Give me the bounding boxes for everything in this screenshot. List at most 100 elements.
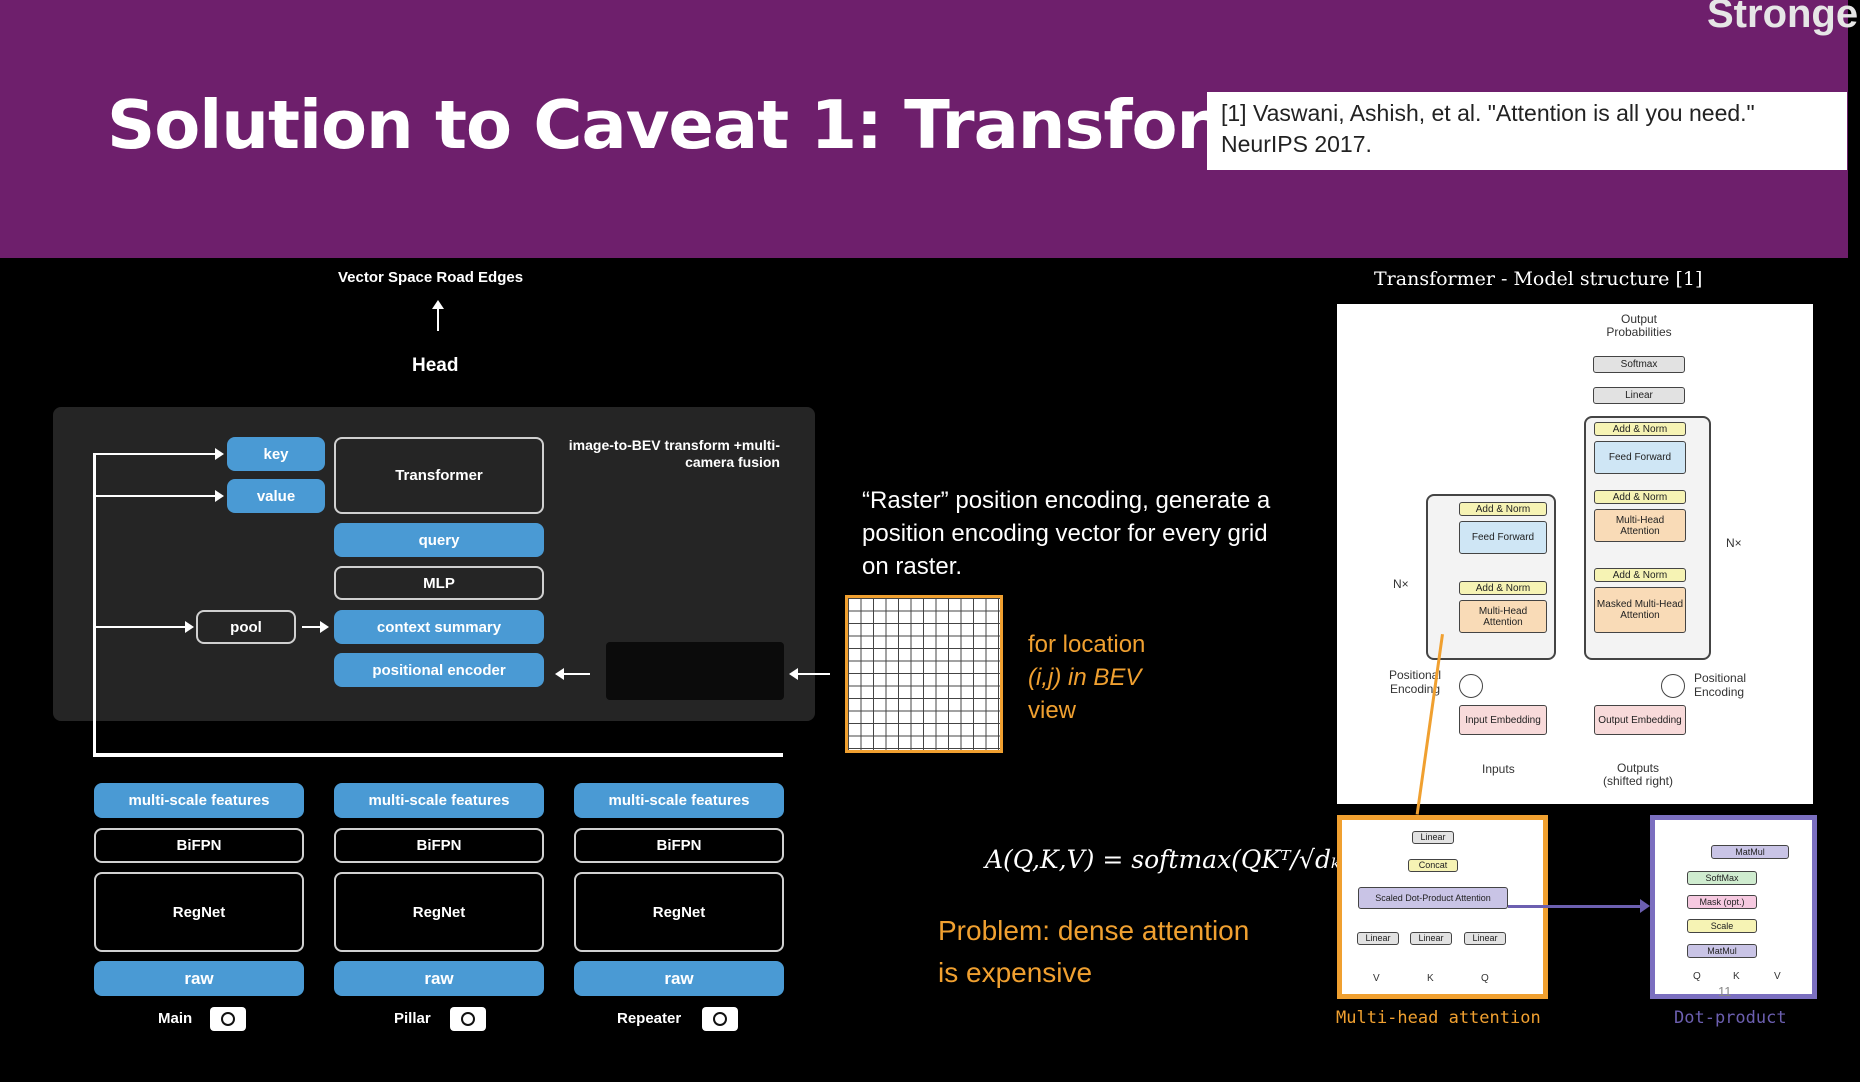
camera-label-main: Main [158, 1010, 193, 1027]
add-norm-box: Add & Norm [1459, 502, 1547, 516]
raster-grid [845, 595, 1003, 753]
mha-caption: Multi-head attention [1336, 1008, 1541, 1028]
decoder-nx-label: N× [1726, 536, 1742, 550]
feed-forward-box: Feed Forward [1594, 441, 1686, 474]
raster-description: “Raster” position encoding, generate a p… [862, 487, 1271, 580]
dp-scale-box: Scale [1687, 919, 1757, 933]
features-block-repeater: multi-scale features [574, 783, 784, 818]
encoding-visual [606, 642, 784, 700]
features-block-pillar: multi-scale features [334, 783, 544, 818]
arrow-head-value [215, 490, 224, 502]
sine-wave-icon [1661, 674, 1685, 698]
regnet-block-pillar: RegNet [334, 872, 544, 952]
dot-product-arrow-head [1640, 899, 1650, 913]
outputs-label: Outputs (shifted right) [1602, 761, 1674, 788]
transformer-block: Transformer [334, 437, 544, 514]
connector-raster [795, 673, 830, 675]
mha-concat-box: Concat [1408, 859, 1458, 872]
raw-block-repeater: raw [574, 961, 784, 996]
add-norm-box: Add & Norm [1594, 568, 1686, 582]
encoder-positional-label: Positional Encoding [1388, 668, 1442, 696]
key-block: key [227, 437, 325, 471]
dp-v-label: V [1774, 971, 1781, 982]
connector-key [95, 453, 221, 455]
arrow-head-pool [185, 621, 194, 633]
transformer-diagram [1337, 304, 1813, 804]
connector-bottom [93, 753, 783, 757]
dp-softmax-box: SoftMax [1687, 871, 1757, 885]
panel-caption: image-to-BEV transform +multi-camera fus… [568, 437, 780, 470]
mlp-block: MLP [334, 566, 544, 600]
problem-line-2: is expensive [938, 957, 1093, 988]
query-block: query [334, 523, 544, 557]
mha-linear-box: Linear [1464, 932, 1506, 945]
mha-v-label: V [1373, 973, 1380, 984]
context-summary-block: context summary [334, 610, 544, 644]
up-arrow-head [432, 300, 444, 309]
dot-product-caption: Dot-product [1674, 1008, 1787, 1028]
mha-linear-box: Linear [1357, 932, 1399, 945]
figure-title: Transformer - Model structure [1] [1374, 268, 1703, 290]
connector-context [302, 626, 324, 628]
value-block: value [227, 479, 325, 513]
decoder-positional-label: Positional Encoding [1694, 671, 1747, 699]
sine-wave-icon [1459, 674, 1483, 698]
camera-label-pillar: Pillar [394, 1010, 431, 1027]
page-number: 11 [1718, 984, 1732, 999]
location-line-1: for location [1028, 631, 1146, 658]
camera-label-repeater: Repeater [617, 1010, 682, 1027]
bifpn-block-main: BiFPN [94, 828, 304, 863]
connector-pool [95, 626, 190, 628]
mha-linear-box: Linear [1412, 831, 1454, 844]
dp-matmul-box: MatMul [1711, 845, 1789, 859]
dp-mask-box: Mask (opt.) [1687, 895, 1757, 909]
encoder-stack [1426, 494, 1556, 660]
mha-k-label: K [1427, 973, 1434, 984]
slide-title: Solution to Caveat 1: Transformer [107, 86, 1355, 164]
arrow-head-raster [789, 668, 798, 680]
raw-block-pillar: raw [334, 961, 544, 996]
camera-icon [450, 1007, 486, 1031]
encoder-nx-label: N× [1393, 577, 1409, 591]
connector-encoder [560, 673, 590, 675]
arrow-head-key [215, 448, 224, 460]
regnet-block-repeater: RegNet [574, 872, 784, 952]
masked-attention-box: Masked Multi-Head Attention [1594, 587, 1686, 633]
dp-matmul-box: MatMul [1687, 944, 1757, 958]
output-embedding-box: Output Embedding [1594, 705, 1686, 735]
camera-icon [210, 1007, 246, 1031]
corner-text: Stronge [1707, 0, 1859, 36]
up-arrow-shaft [437, 305, 439, 331]
mha-linear-box: Linear [1410, 932, 1452, 945]
mha-q-label: Q [1481, 973, 1489, 984]
positional-encoder-block: positional encoder [334, 653, 544, 687]
head-label: Head [412, 355, 459, 376]
add-norm-box: Add & Norm [1594, 490, 1686, 504]
problem-line-1: Problem: dense attention [938, 915, 1250, 946]
add-norm-box: Add & Norm [1459, 581, 1547, 595]
regnet-block-main: RegNet [94, 872, 304, 952]
inputs-label: Inputs [1482, 762, 1515, 776]
add-norm-box: Add & Norm [1594, 422, 1686, 436]
attention-formula: A(Q,K,V) = softmax(QKᵀ/√dₖ)V [985, 845, 1368, 874]
connector-vertical [93, 453, 96, 757]
camera-icon [702, 1007, 738, 1031]
arrow-head-context [320, 621, 329, 633]
bifpn-block-pillar: BiFPN [334, 828, 544, 863]
location-line-2: (i,j) in BEV [1028, 664, 1142, 691]
location-line-3: view [1028, 697, 1077, 724]
pool-block: pool [196, 610, 296, 644]
output-label: Vector Space Road Edges [338, 269, 524, 286]
softmax-box: Softmax [1593, 356, 1685, 373]
dp-k-label: K [1733, 971, 1740, 982]
mha-sdpa-box: Scaled Dot-Product Attention [1358, 887, 1508, 909]
features-block-main: multi-scale features [94, 783, 304, 818]
multi-head-attention-box: Multi-Head Attention [1459, 600, 1547, 633]
citation-box: [1] Vaswani, Ashish, et al. "Attention i… [1207, 92, 1847, 170]
linear-box: Linear [1593, 387, 1685, 404]
feed-forward-box: Feed Forward [1459, 521, 1547, 554]
bifpn-block-repeater: BiFPN [574, 828, 784, 863]
dot-product-connector [1508, 905, 1643, 908]
connector-value [95, 495, 221, 497]
arrow-head-encoder [555, 668, 564, 680]
